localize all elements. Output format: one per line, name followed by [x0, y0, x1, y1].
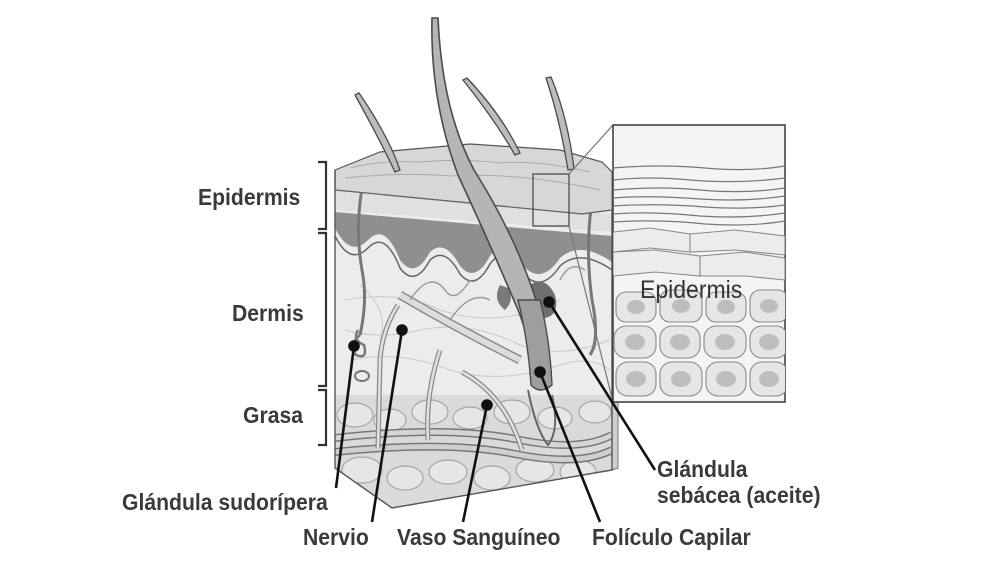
inset-epidermis-label: Epidermis: [640, 276, 743, 304]
nerve-dot: [396, 324, 408, 336]
hair-follicle-label: Folículo Capilar: [592, 524, 751, 550]
blood-vessel-label: Vaso Sanguíneo: [397, 524, 561, 550]
layer-brackets: [318, 160, 328, 447]
blood-vessel-leader: [461, 404, 489, 523]
fat-bracket: [318, 388, 328, 447]
sebaceous-gland-label-line2: sebácea (aceite): [657, 482, 821, 508]
inset-connector: [532, 124, 614, 403]
epidermis-inset: [612, 124, 786, 403]
short-hairs: [354, 76, 575, 173]
nerve-leader: [370, 329, 404, 523]
sebaceous-leader: [547, 301, 657, 471]
blood-vessel-dot: [481, 399, 493, 411]
dermis-layer-label: Dermis: [232, 300, 304, 326]
sweat-gland-leader: [334, 345, 356, 489]
leader-lines: [334, 296, 657, 523]
epidermis-bracket: [318, 160, 328, 231]
fat-layer-label: Grasa: [243, 402, 304, 428]
dermis-bracket: [318, 231, 328, 388]
sweat-gland-label: Glándula sudorípera: [122, 489, 328, 515]
nerve-label: Nervio: [303, 524, 369, 550]
hair-follicle-leader: [538, 371, 602, 523]
sebaceous-dot: [543, 296, 555, 308]
sweat-gland-dot: [348, 340, 360, 352]
epidermis-layer-label: Epidermis: [198, 184, 301, 210]
sebaceous-gland-label-line1: Glándula: [657, 456, 748, 482]
hair-follicle-dot: [534, 366, 546, 378]
